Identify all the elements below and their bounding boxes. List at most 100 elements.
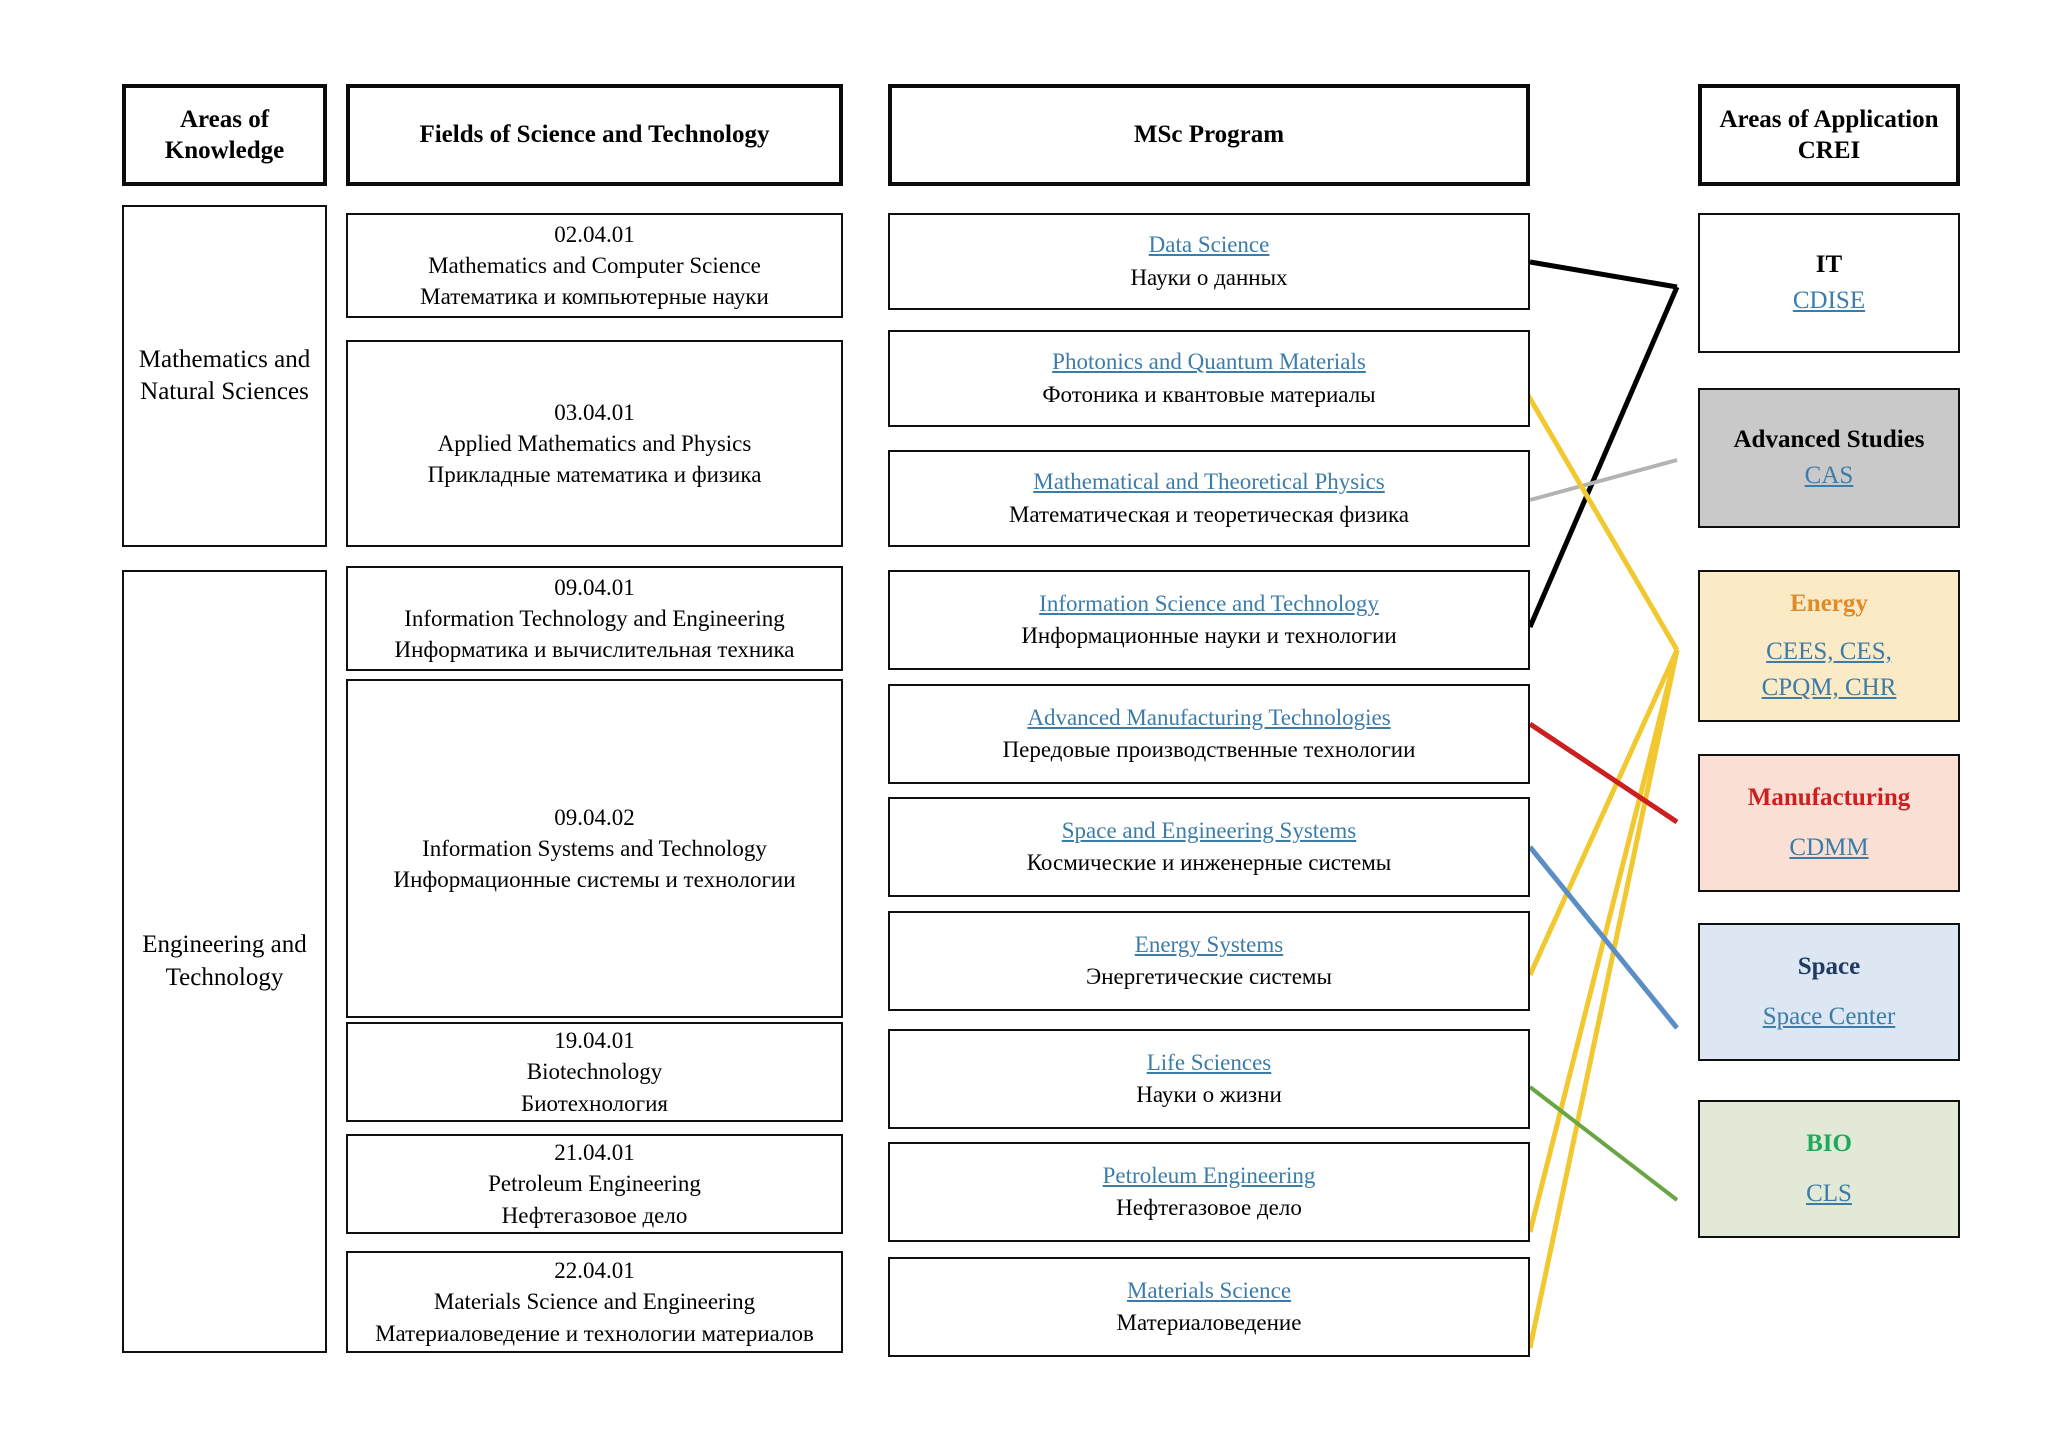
msc-link-space-engineering-systems[interactable]: Space and Engineering Systems [1061,817,1357,843]
msc-link-data-science[interactable]: Data Science [1148,232,1270,258]
field-code: 22.04.01 [554,1258,635,1284]
msc-box-space-engineering-systems[interactable]: Space and Engineering Systems Космически… [888,797,1530,897]
link-petroleum-engineering-to-energy [1527,649,1680,1233]
msc-name-ru: Энергетические системы [1086,964,1332,989]
area-of-knowledge-math-natural-sciences[interactable]: Mathematics and Natural Sciences [122,205,327,547]
header-areas-of-application: Areas of Application CREI [1698,84,1960,186]
crei-title-energy: Energy [1790,589,1868,617]
field-name-ru: Прикладные математика и физика [427,462,762,488]
crei-center-link-cls[interactable]: CLS [1806,1180,1852,1207]
field-code: 19.04.01 [554,1028,635,1054]
msc-name-ru: Нефтегазовое дело [1116,1195,1302,1220]
field-box-09-04-01[interactable]: 09.04.01 Information Technology and Engi… [346,566,843,671]
field-name-en: Applied Mathematics and Physics [437,430,752,456]
crei-center-links-energy-line2[interactable]: CPQM, CHR [1761,674,1897,702]
field-code: 09.04.02 [554,804,635,830]
field-name-en: Information Systems and Technology [422,835,767,861]
field-box-09-04-02[interactable]: 09.04.02 Information Systems and Technol… [346,679,843,1018]
link-information-science-to-it [1527,286,1680,628]
msc-link-information-science-technology[interactable]: Information Science and Technology [1039,590,1379,616]
msc-link-mathematical-theoretical-physics[interactable]: Mathematical and Theoretical Physics [1033,469,1385,495]
crei-center-link-cas[interactable]: CAS [1804,462,1854,489]
crei-title-bio: BIO [1806,1129,1852,1157]
crei-box-manufacturing[interactable]: Manufacturing CDMM [1698,754,1960,892]
link-materials-science-to-energy [1527,649,1680,1349]
header-areas-of-knowledge-line1: Areas of [179,105,270,133]
msc-link-photonics-quantum-materials[interactable]: Photonics and Quantum Materials [1052,349,1366,375]
field-name-ru: Биотехнология [521,1090,668,1116]
link-data-science-to-it [1529,259,1678,290]
crei-center-link-cdise[interactable]: CDISE [1792,287,1866,314]
header-fields-of-science: Fields of Science and Technology [346,84,843,186]
header-areas-of-knowledge-line2: Knowledge [164,137,285,164]
field-name-en: Petroleum Engineering [488,1171,701,1197]
field-name-ru: Материаловедение и технологии материалов [375,1320,814,1346]
header-application-line1: Areas of Application [1719,105,1939,133]
header-areas-of-knowledge: Areas of Knowledge [122,84,327,186]
crei-title-it: IT [1815,250,1843,278]
crei-box-advanced-studies[interactable]: Advanced Studies CAS [1698,388,1960,528]
msc-box-life-sciences[interactable]: Life Sciences Науки о жизни [888,1029,1530,1129]
msc-box-data-science[interactable]: Data Science Науки о данных [888,213,1530,310]
msc-link-petroleum-engineering[interactable]: Petroleum Engineering [1102,1162,1316,1188]
msc-name-ru: Науки о данных [1130,264,1288,290]
msc-box-materials-science[interactable]: Materials Science Материаловедение [888,1257,1530,1357]
area-math-line1: Mathematics and [138,345,311,373]
field-name-en: Materials Science and Engineering [433,1289,756,1315]
crei-box-space[interactable]: Space Space Center [1698,923,1960,1061]
link-space-engineering-to-space [1528,845,1679,1030]
header-msc-label: MSc Program [1133,121,1285,149]
field-box-21-04-01[interactable]: 21.04.01 Petroleum Engineering Нефтегазо… [346,1134,843,1234]
area-engineering-line2: Technology [165,963,284,991]
msc-box-energy-systems[interactable]: Energy Systems Энергетические системы [888,911,1530,1011]
link-math-theoretical-physics-to-cas [1529,458,1678,502]
field-code: 03.04.01 [554,399,635,425]
link-photonics-to-energy [1515,376,1680,652]
msc-link-advanced-manufacturing-technologies[interactable]: Advanced Manufacturing Technologies [1027,704,1391,730]
field-code: 09.04.01 [554,574,635,600]
field-name-ru: Информатика и вычислительная техника [394,637,795,663]
crei-center-links-energy-line1[interactable]: CEES, CES, [1766,637,1892,665]
header-fields-label: Fields of Science and Technology [419,121,770,149]
msc-name-ru: Информационные науки и технологии [1021,623,1397,648]
msc-name-ru: Науки о жизни [1136,1082,1282,1107]
crei-title-manufacturing: Manufacturing [1747,783,1911,811]
crei-center-link-cdmm[interactable]: CDMM [1789,834,1869,861]
field-box-22-04-01[interactable]: 22.04.01 Materials Science and Engineeri… [346,1251,843,1353]
link-advanced-manufacturing-to-manufacturing [1528,721,1679,825]
field-name-en: Mathematics and Computer Science [428,252,761,278]
crei-title-space: Space [1797,952,1861,980]
area-of-knowledge-engineering-technology[interactable]: Engineering and Technology [122,570,327,1353]
crei-box-energy[interactable]: Energy CEES, CES, CPQM, CHR [1698,570,1960,722]
field-code: 21.04.01 [554,1140,635,1166]
msc-link-life-sciences[interactable]: Life Sciences [1146,1049,1272,1075]
header-msc-program: MSc Program [888,84,1530,186]
link-life-sciences-to-bio [1528,1085,1679,1202]
field-code: 02.04.01 [554,221,635,247]
header-application-line2: CREI [1797,137,1861,164]
field-name-ru: Нефтегазовое дело [501,1202,688,1228]
msc-box-petroleum-engineering[interactable]: Petroleum Engineering Нефтегазовое дело [888,1142,1530,1242]
crei-center-link-space-center[interactable]: Space Center [1762,1003,1896,1030]
msc-box-information-science-technology[interactable]: Information Science and Technology Инфор… [888,570,1530,670]
area-engineering-line1: Engineering and [142,931,307,958]
msc-name-ru: Фотоника и квантовые материалы [1042,381,1376,407]
link-energy-systems-to-energy [1527,648,1680,977]
msc-box-advanced-manufacturing-technologies[interactable]: Advanced Manufacturing Technologies Пере… [888,684,1530,784]
msc-name-ru: Математическая и теоретическая физика [1008,501,1410,527]
crei-title-advanced-studies: Advanced Studies [1733,425,1925,453]
field-box-03-04-01[interactable]: 03.04.01 Applied Mathematics and Physics… [346,340,843,547]
field-box-19-04-01[interactable]: 19.04.01 Biotechnology Биотехнология [346,1022,843,1122]
crei-box-bio[interactable]: BIO CLS [1698,1100,1960,1238]
msc-link-energy-systems[interactable]: Energy Systems [1134,931,1284,957]
crei-box-it[interactable]: IT CDISE [1698,213,1960,353]
field-name-ru: Математика и компьютерные науки [420,284,769,310]
area-math-line2: Natural Sciences [140,378,309,405]
field-name-en: Biotechnology [526,1059,663,1085]
msc-link-materials-science[interactable]: Materials Science [1126,1277,1292,1303]
msc-name-ru: Передовые производственные технологии [1002,737,1416,762]
field-box-02-04-01[interactable]: 02.04.01 Mathematics and Computer Scienc… [346,213,843,318]
msc-box-photonics-quantum-materials[interactable]: Photonics and Quantum Materials Фотоника… [888,330,1530,427]
msc-box-mathematical-theoretical-physics[interactable]: Mathematical and Theoretical Physics Мат… [888,450,1530,547]
